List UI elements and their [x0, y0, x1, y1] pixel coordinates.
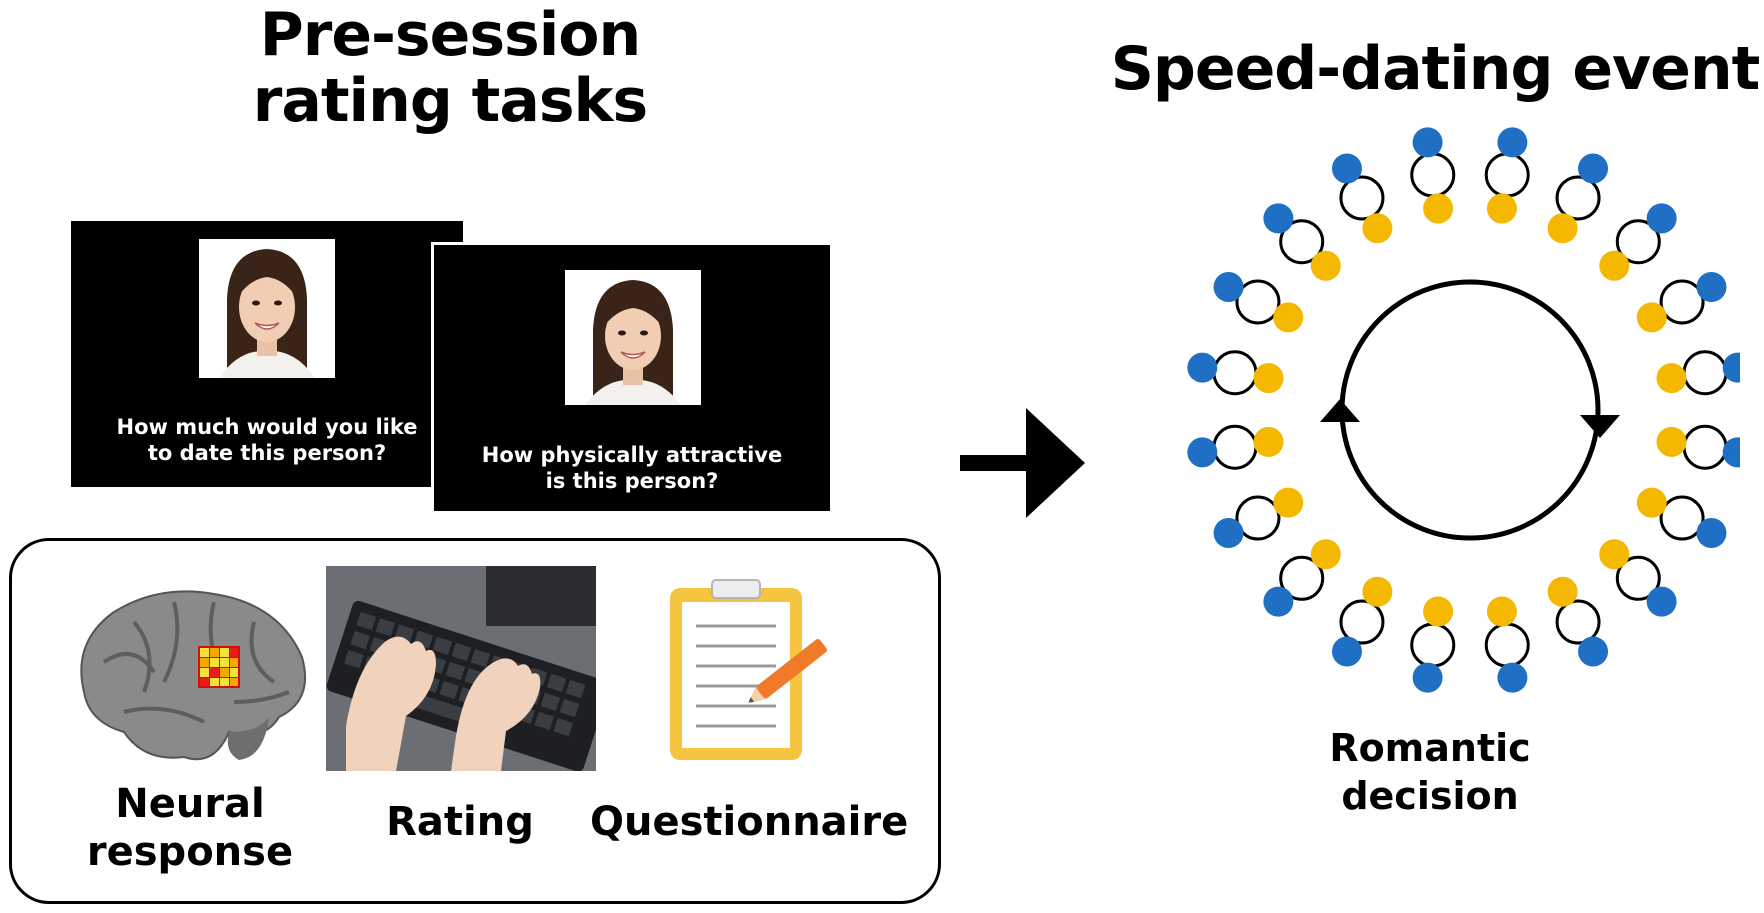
participant-blue [1497, 127, 1528, 158]
participant-yellow [1636, 302, 1667, 333]
attractiveness-rating-screen: How physically attractive is this person… [431, 242, 830, 511]
attractiveness-question: How physically attractive is this person… [481, 443, 783, 493]
participant-yellow [1362, 213, 1393, 244]
participant-yellow [1547, 213, 1578, 244]
participant-yellow [1656, 426, 1687, 457]
activation-grid [198, 646, 240, 688]
face-photo-icon [565, 270, 701, 405]
table-ring [1212, 350, 1258, 396]
participant-blue [1578, 153, 1609, 184]
participant-yellow [1310, 539, 1341, 570]
table-ring [1279, 219, 1325, 265]
participant-yellow [1362, 576, 1393, 607]
participant-blue [1578, 636, 1609, 667]
date-question: How much would you like to date this per… [116, 415, 418, 465]
participant-yellow [1423, 596, 1454, 627]
table-ring [1659, 279, 1705, 325]
participant-blue [1331, 636, 1362, 667]
participant-yellow [1599, 250, 1630, 281]
table-ring [1555, 599, 1601, 645]
table-ring [1279, 555, 1325, 601]
participant-yellow [1273, 302, 1304, 333]
participant-yellow [1599, 539, 1630, 570]
participant-blue [1263, 586, 1294, 617]
rating-label: Rating [386, 799, 534, 845]
participant-blue [1331, 153, 1362, 184]
participant-blue [1497, 662, 1528, 693]
participant-yellow [1486, 596, 1517, 627]
measures-box [9, 538, 941, 904]
table-ring [1484, 152, 1530, 198]
participant-yellow [1310, 250, 1341, 281]
participant-yellow [1656, 363, 1687, 394]
table-ring [1339, 175, 1385, 221]
participant-blue [1213, 271, 1244, 302]
participant-yellow [1273, 487, 1304, 518]
table-ring [1682, 350, 1728, 396]
date-rating-screen: How much would you like to date this per… [71, 221, 463, 487]
table-ring [1484, 622, 1530, 668]
participant-yellow [1253, 363, 1284, 394]
keyboard-photo [326, 566, 596, 771]
cycle-arrowhead-left [1320, 399, 1360, 422]
clipboard-icon [670, 579, 828, 760]
participant-blue [1722, 352, 1740, 383]
table-ring [1235, 495, 1281, 541]
participant-blue [1646, 203, 1677, 234]
participant-blue [1187, 437, 1218, 468]
participant-yellow [1636, 487, 1667, 518]
participant-blue [1696, 518, 1727, 549]
neural-response-label: Neural response [86, 781, 294, 875]
right-arrow-icon [960, 408, 1085, 518]
table-ring [1615, 219, 1661, 265]
participant-yellow [1486, 193, 1517, 224]
participant-yellow [1423, 193, 1454, 224]
table-ring [1682, 424, 1728, 470]
table-ring [1555, 175, 1601, 221]
table-ring [1212, 424, 1258, 470]
romantic-decision-label: Romantic decision [1329, 726, 1531, 818]
participant-blue [1412, 127, 1443, 158]
participant-blue [1646, 586, 1677, 617]
table-ring [1235, 279, 1281, 325]
brain-icon [80, 590, 307, 761]
participant-blue [1187, 352, 1218, 383]
table-ring [1339, 599, 1385, 645]
face-photo-icon [199, 239, 335, 378]
table-ring [1615, 555, 1661, 601]
participant-blue [1213, 518, 1244, 549]
questionnaire-label: Questionnaire [590, 799, 909, 845]
participant-blue [1696, 271, 1727, 302]
participant-blue [1722, 437, 1740, 468]
participant-yellow [1547, 576, 1578, 607]
cycle-arrowhead-right [1580, 415, 1620, 438]
face-photo [199, 239, 335, 378]
face-photo [565, 270, 701, 405]
participant-blue [1412, 662, 1443, 693]
table-ring [1410, 622, 1456, 668]
pre-session-title: Pre-session rating tasks [252, 0, 648, 136]
rotation-cycle-icon [1339, 279, 1601, 541]
table-ring [1410, 152, 1456, 198]
participant-yellow [1253, 426, 1284, 457]
speed-dating-diagram [1187, 127, 1740, 693]
participant-blue [1263, 203, 1294, 234]
speed-dating-title: Speed-dating event [1110, 34, 1761, 104]
table-ring [1659, 495, 1705, 541]
